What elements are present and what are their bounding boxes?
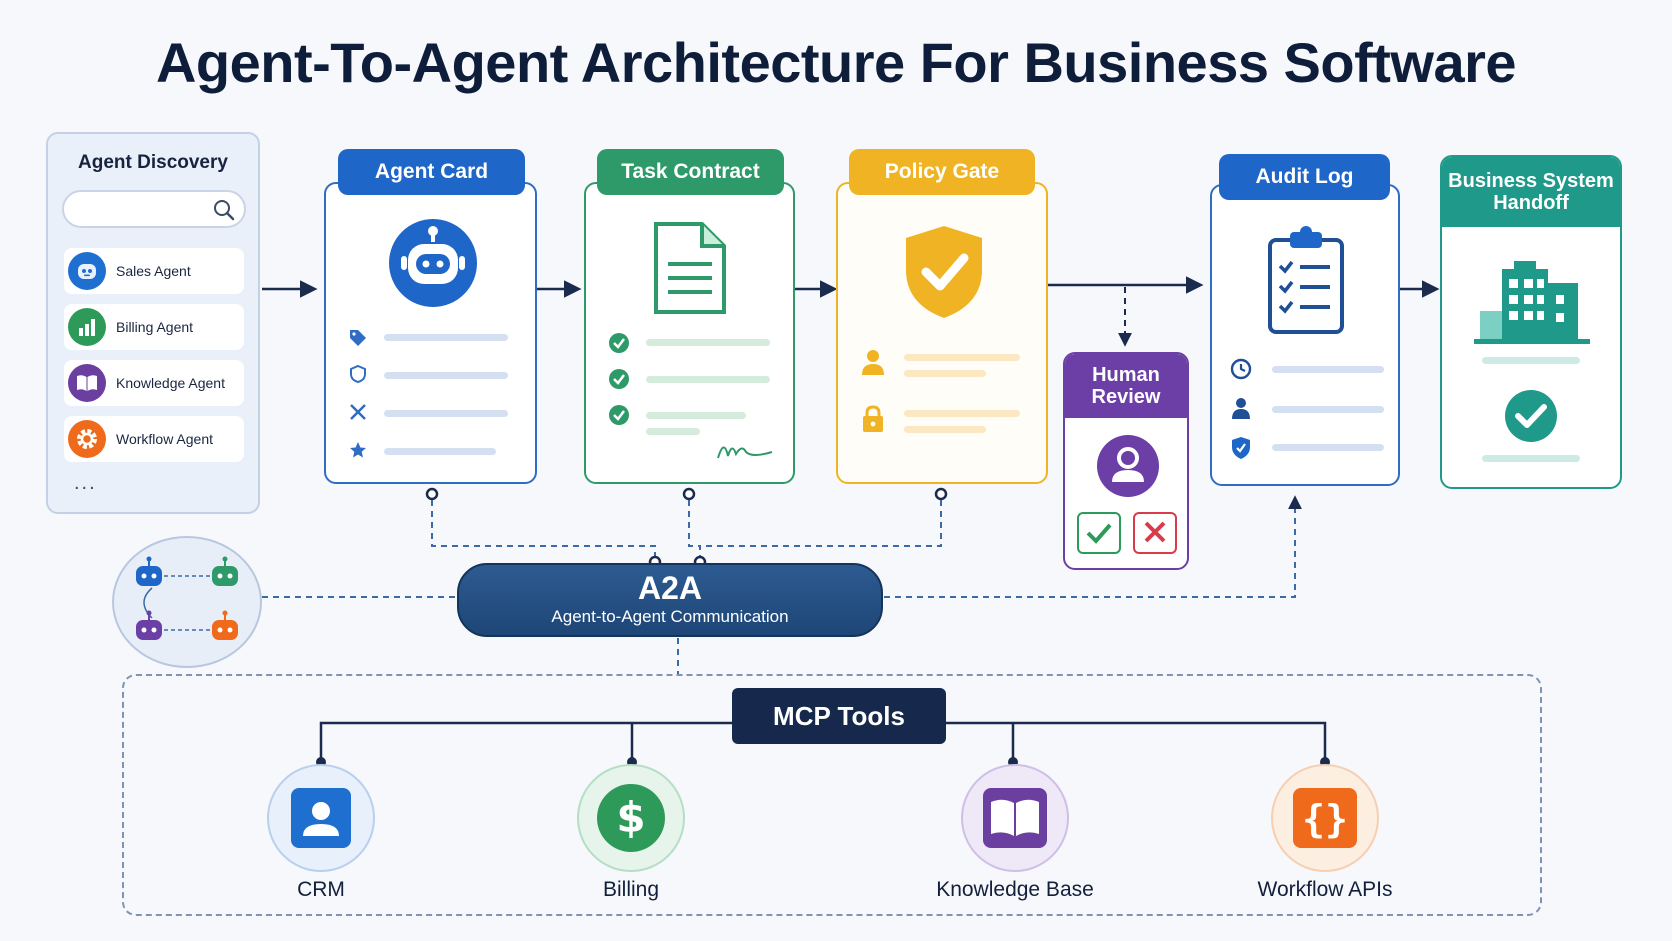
tool-label-crm: CRM [297, 878, 345, 901]
task-contract-panel [584, 182, 795, 484]
agent-item-workflow[interactable]: Workflow Agent [64, 416, 244, 462]
agent-item-knowledge[interactable]: Knowledge Agent [64, 360, 244, 406]
agent-item-label: Billing Agent [116, 319, 194, 335]
dollar-icon: $ [597, 784, 665, 852]
robot-icon [212, 610, 238, 640]
robot-face-icon [68, 252, 106, 290]
tool-billing[interactable]: $ [577, 764, 685, 872]
agent-item-billing[interactable]: Billing Agent [64, 304, 244, 350]
agent-discovery-panel: Agent Discovery Sales Agent Billing Agen… [46, 132, 260, 514]
a2a-communication-bar: A2A Agent-to-Agent Communication [457, 563, 883, 637]
open-book-icon [983, 788, 1047, 848]
policy-gate-panel [836, 182, 1048, 484]
tool-label-knowledge-base: Knowledge Base [936, 878, 1094, 901]
more-agents-indicator: ... [74, 472, 97, 494]
shield-outline-icon [350, 364, 366, 384]
shield-check-icon [906, 226, 982, 318]
star-icon [350, 442, 366, 458]
human-review-panel: Human Review [1063, 352, 1189, 570]
agent-discovery-title: Agent Discovery [78, 152, 228, 173]
signature-icon [717, 446, 773, 459]
person-icon [862, 350, 884, 375]
tool-label-billing: Billing [602, 878, 660, 901]
user-circle-icon [1097, 435, 1159, 497]
reject-button[interactable] [1133, 512, 1177, 554]
handoff-panel: Business System Handoff [1440, 155, 1622, 489]
page-title: Agent-To-Agent Architecture For Business… [155, 31, 1517, 94]
agent-network-diagram [112, 536, 262, 668]
tool-workflow-apis[interactable]: {} [1271, 764, 1379, 872]
task-contract-tab: Task Contract [597, 149, 784, 195]
policy-gate-tab: Policy Gate [849, 149, 1035, 195]
agent-search-input[interactable] [62, 190, 246, 228]
handoff-tab: Business System Handoff [1442, 157, 1620, 227]
check-icon [1086, 523, 1112, 544]
human-review-tab: Human Review [1065, 354, 1187, 418]
gear-icon [68, 420, 106, 458]
a2a-title: A2A [637, 570, 702, 606]
svg-text:{}: {} [1302, 797, 1348, 841]
agent-item-label: Sales Agent [116, 263, 191, 279]
agent-item-sales[interactable]: Sales Agent [64, 248, 244, 294]
agent-card-tab: Agent Card [338, 149, 525, 195]
user-icon [291, 788, 351, 848]
check-circle-icon [609, 333, 629, 353]
approve-button[interactable] [1077, 512, 1121, 554]
mcp-tools-title: MCP Tools [732, 688, 946, 744]
clipboard-checklist-icon [1268, 226, 1344, 334]
agent-item-label: Workflow Agent [116, 431, 214, 447]
lock-icon [863, 405, 883, 432]
office-building-icon [1474, 261, 1590, 344]
document-icon [654, 222, 726, 314]
check-circle-icon [1505, 390, 1557, 442]
tool-crm[interactable] [267, 764, 375, 872]
tool-knowledge-base[interactable] [961, 764, 1069, 872]
tag-icon [350, 330, 366, 346]
open-book-icon [68, 364, 106, 402]
close-icon [1144, 521, 1166, 543]
agent-card-panel [324, 182, 537, 484]
svg-text:$: $ [616, 793, 645, 842]
bar-chart-icon [68, 308, 106, 346]
mcp-tools-frame [122, 674, 1542, 916]
robot-icon [212, 556, 238, 586]
a2a-subtitle: Agent-to-Agent Communication [551, 607, 789, 626]
audit-log-tab: Audit Log [1219, 154, 1390, 200]
search-icon [214, 200, 235, 221]
person-icon [1232, 398, 1250, 419]
robot-icon [136, 556, 162, 586]
robot-icon [136, 610, 162, 640]
audit-log-panel [1210, 184, 1400, 486]
clock-icon [1230, 358, 1252, 380]
agent-item-label: Knowledge Agent [116, 375, 225, 391]
tool-label-workflow-apis: Workflow APIs [1257, 878, 1393, 901]
tools-icon [350, 404, 366, 420]
check-circle-icon [609, 405, 629, 425]
robot-icon [389, 219, 477, 307]
shield-check-icon [1232, 437, 1250, 459]
check-circle-icon [609, 369, 629, 389]
code-braces-icon: {} [1293, 788, 1357, 848]
